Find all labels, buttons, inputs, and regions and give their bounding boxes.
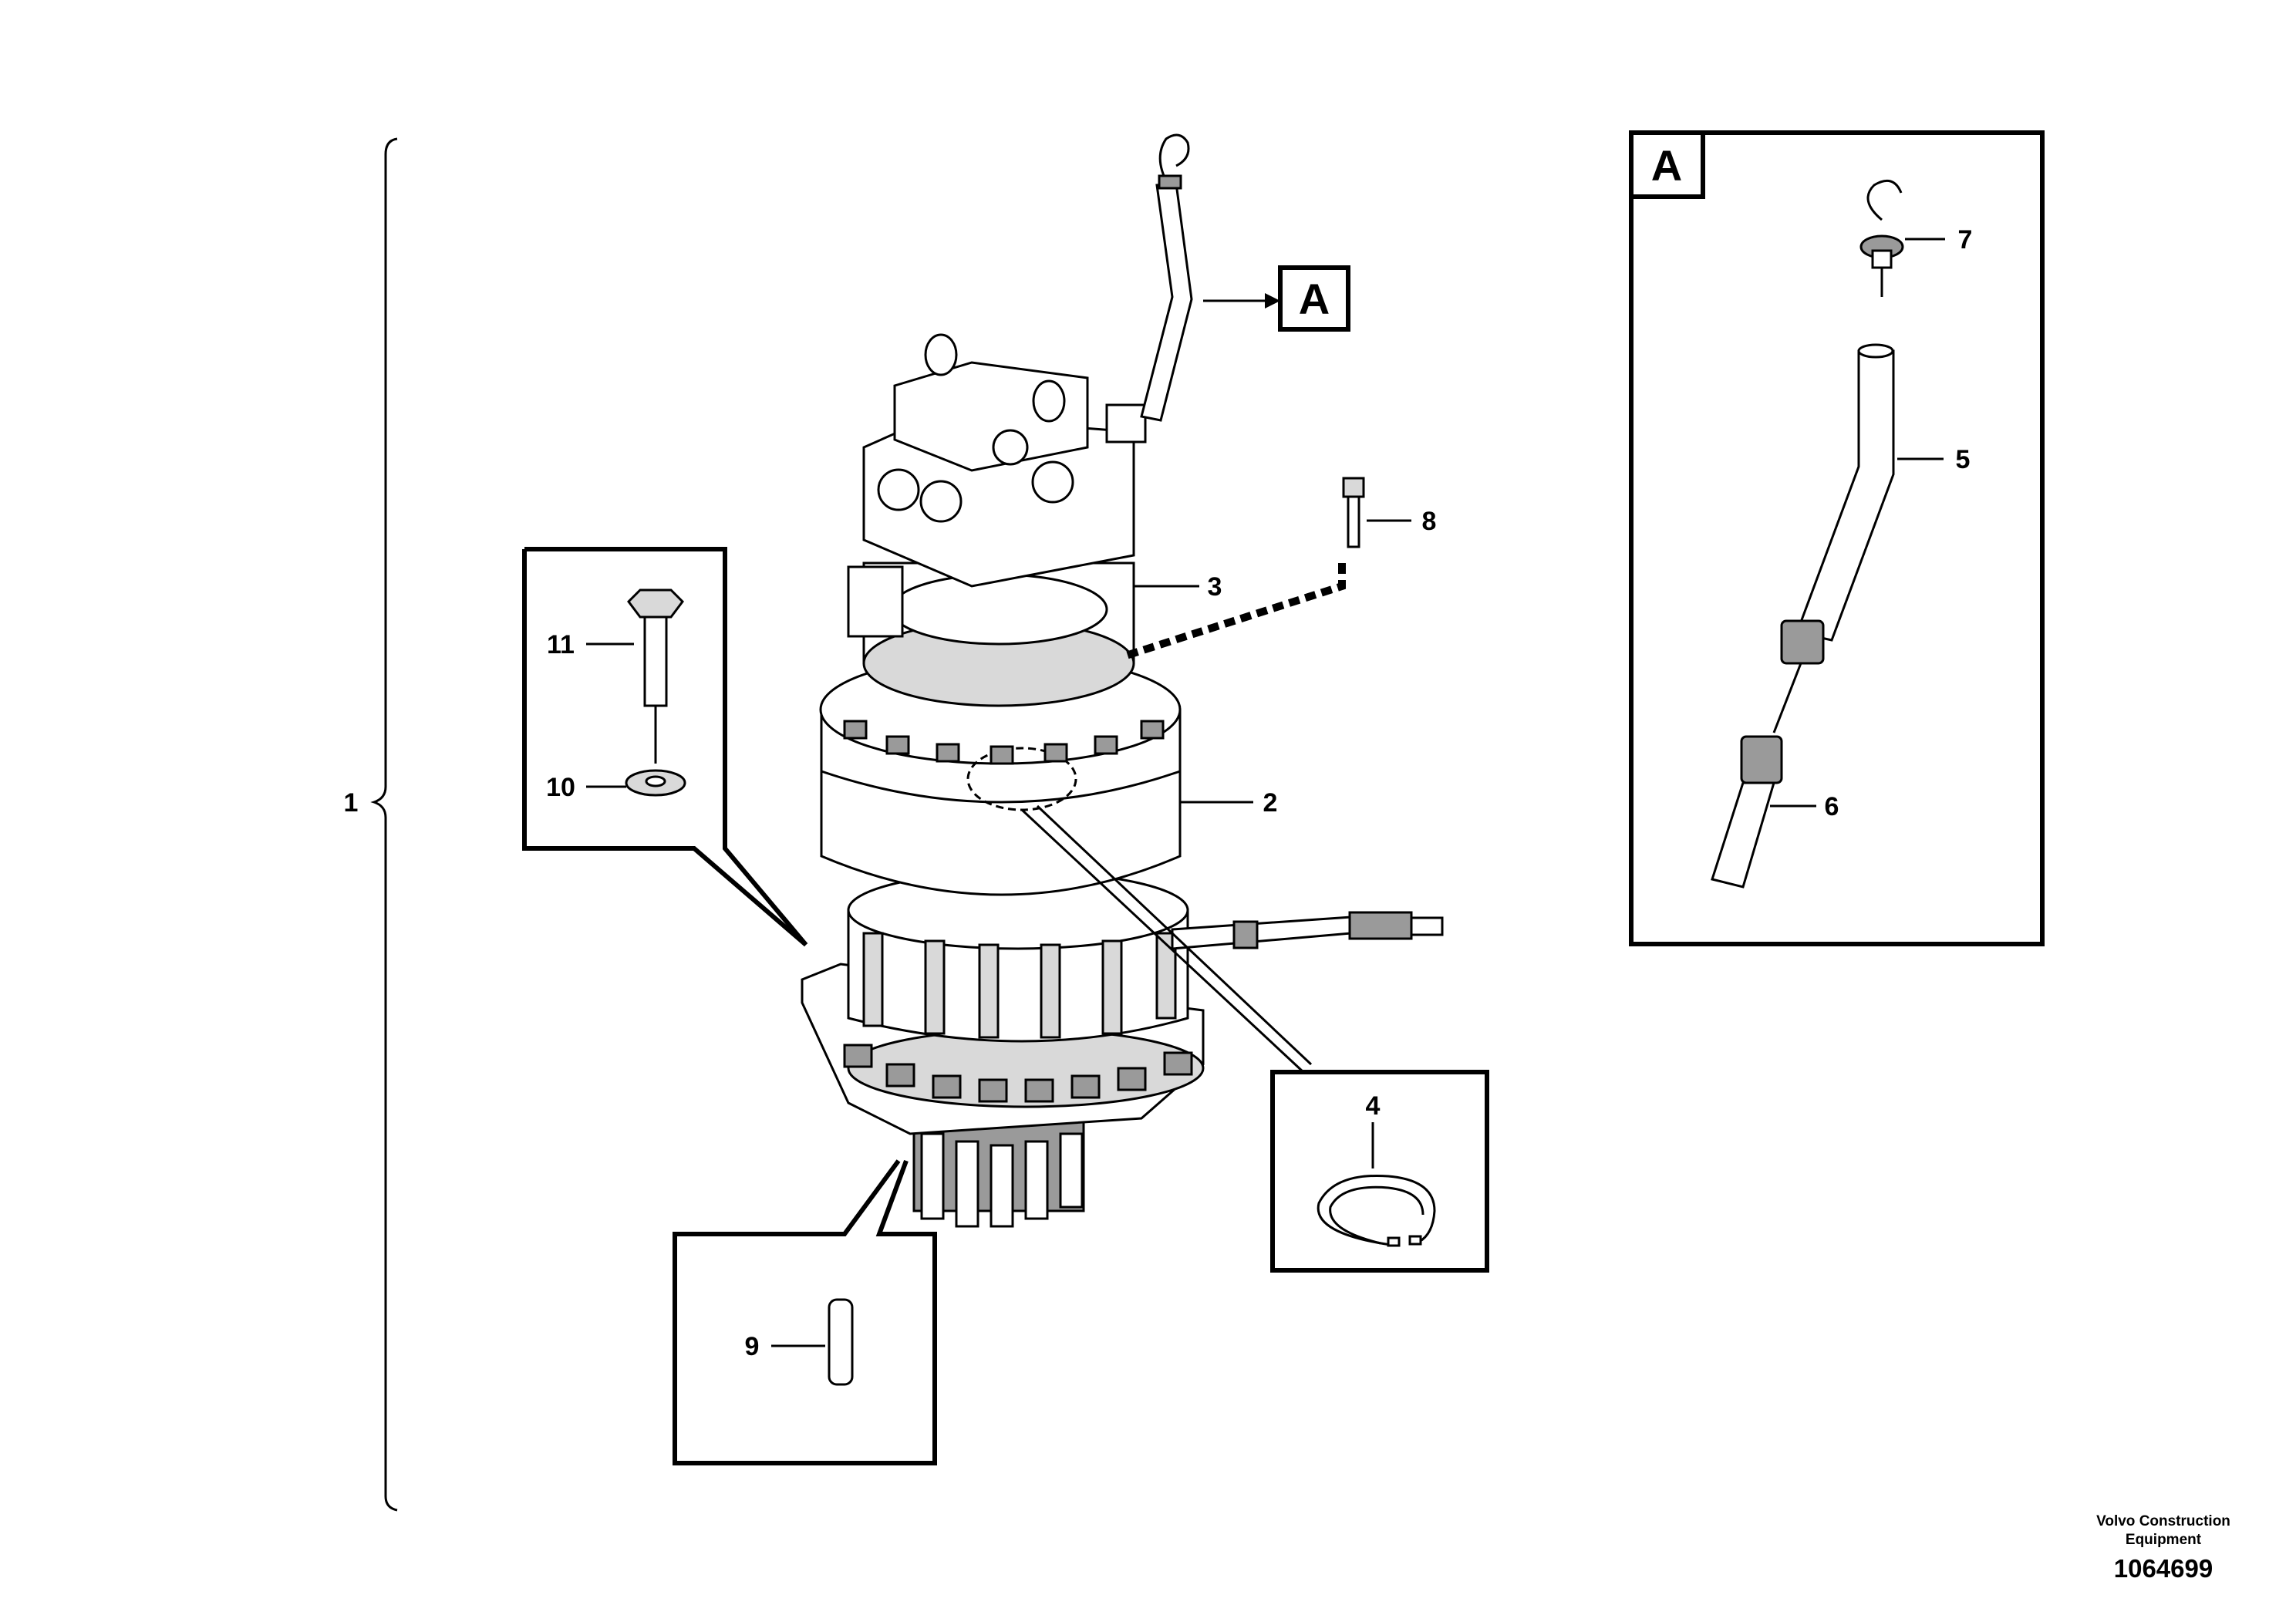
bolt-8-icon: [1342, 477, 1365, 548]
callout-11: 11: [547, 630, 575, 659]
dipstick-tube: [1140, 133, 1193, 422]
callout-7: 7: [1958, 225, 1973, 255]
callout-2: 2: [1263, 788, 1278, 818]
hydraulic-hose: [1171, 911, 1444, 950]
callout-3: 3: [1208, 572, 1222, 602]
hydraulic-motor: [847, 561, 1135, 707]
snap-ring-4-icon: [1317, 1174, 1436, 1247]
document-number: 1064699: [2114, 1554, 2213, 1583]
callout-1: 1: [344, 788, 359, 818]
dipstick-tube-5-icon: [1772, 343, 1895, 733]
assembly-bracket: [370, 137, 398, 1512]
flange-bolts: [843, 1044, 1193, 1103]
callout-5: 5: [1956, 445, 1971, 474]
adapter-6-icon: [1711, 735, 1783, 889]
callout-10: 10: [546, 773, 575, 802]
dipstick-cap-7-icon: [1859, 179, 1904, 297]
inset-bolt-washer: 11 10: [522, 547, 808, 947]
reduction-housing: [847, 870, 1189, 1043]
detail-a-reference-box: [1278, 265, 1350, 332]
callout-4: 4: [1366, 1091, 1381, 1121]
detail-a-arrow: [1265, 293, 1280, 309]
company-name-line2: Equipment: [2126, 1532, 2202, 1548]
bolt-8-install-line: [1124, 563, 1346, 659]
callout-6: 6: [1825, 792, 1839, 821]
detail-a-box-letter: A: [1651, 141, 1682, 190]
valve-block: [862, 333, 1147, 588]
washer-10-icon: [625, 769, 686, 797]
gear-case-bolts: [843, 720, 1165, 765]
inset-snap-ring: 4: [1020, 804, 1489, 1273]
callout-9: 9: [745, 1332, 760, 1361]
bolt-11-icon: [627, 588, 684, 707]
footer: Volvo Construction Equipment 1064699: [2096, 1513, 2230, 1583]
inset-pin: 9: [673, 1159, 937, 1465]
detail-a-box: A 7 5 6: [1629, 130, 2045, 946]
pin-9-icon: [828, 1298, 854, 1386]
swing-motor-assembly: [801, 133, 1444, 1228]
detail-a-reference-letter: A: [1299, 275, 1330, 323]
company-name-line1: Volvo Construction: [2096, 1513, 2230, 1529]
callout-8: 8: [1422, 507, 1437, 536]
pinion-gear: [912, 1117, 1085, 1228]
